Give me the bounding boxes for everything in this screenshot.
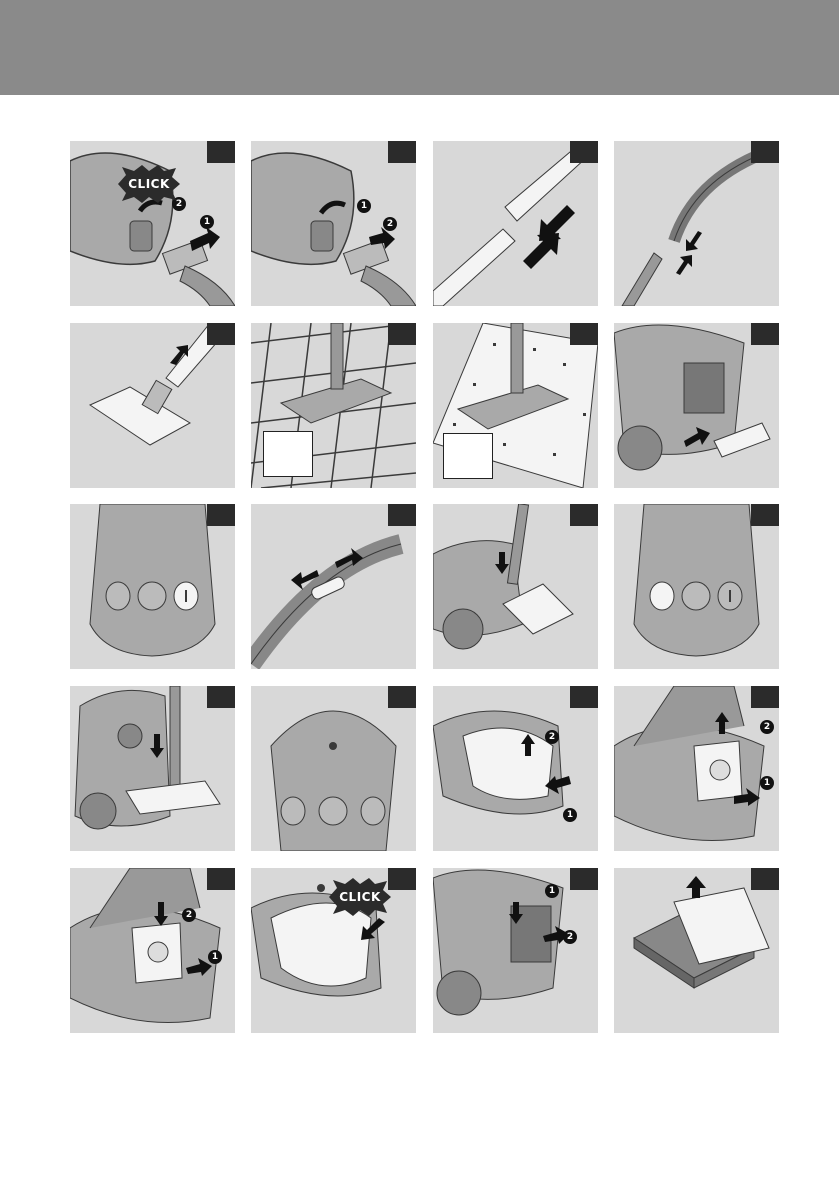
panel-open-cover: 1 2 — [433, 686, 598, 851]
power-on-icon — [70, 504, 235, 669]
step-tab — [388, 504, 416, 526]
panel-crevice-tool — [614, 323, 779, 488]
step-tab — [388, 686, 416, 708]
click-label: CLICK — [329, 878, 391, 916]
panel-hard-floor — [251, 323, 416, 488]
panel-handle-connect — [614, 141, 779, 306]
panel-close-cover: CLICK — [251, 868, 416, 1033]
step-tab — [751, 686, 779, 708]
step-tab — [207, 504, 235, 526]
step-number-1: 1 — [200, 215, 214, 229]
click-label: CLICK — [118, 165, 180, 203]
power-off-icon — [614, 504, 779, 669]
step-number-1: 1 — [563, 808, 577, 822]
bag-indicator-icon — [251, 686, 416, 851]
panel-storage — [70, 686, 235, 851]
filter-replace-icon — [614, 868, 779, 1033]
step-number-2: 2 — [182, 908, 196, 922]
step-number-2: 2 — [545, 730, 559, 744]
panel-parking-slot — [433, 504, 598, 669]
parking-slot-icon — [433, 504, 598, 669]
panel-insert-bag: 1 2 — [70, 868, 235, 1033]
step-tab — [570, 323, 598, 345]
step-tab — [388, 868, 416, 890]
step-number-1: 1 — [208, 950, 222, 964]
step-number-1: 1 — [357, 199, 371, 213]
step-tab — [570, 868, 598, 890]
step-tab — [751, 868, 779, 890]
click-badge: CLICK — [118, 165, 180, 203]
step-number-2: 2 — [563, 930, 577, 944]
step-number-2: 2 — [383, 217, 397, 231]
step-tab — [388, 141, 416, 163]
remove-bag-icon — [614, 686, 779, 851]
nozzle-attach-icon — [70, 323, 235, 488]
step-tab — [570, 686, 598, 708]
hard-floor-setting-icon — [263, 431, 313, 477]
panel-filter-remove: 1 2 — [433, 868, 598, 1033]
carpet-setting-icon — [443, 433, 493, 479]
step-number-1: 1 — [760, 776, 774, 790]
illustration-grid: 1 2 CLICK 1 2 — [70, 141, 780, 1033]
click-badge: CLICK — [329, 878, 391, 916]
step-tab — [207, 323, 235, 345]
step-tab — [207, 141, 235, 163]
panel-bag-indicator — [251, 686, 416, 851]
step-tab — [570, 141, 598, 163]
header-bar — [0, 0, 839, 95]
panel-hose-attach: 1 2 CLICK — [70, 141, 235, 306]
step-tab — [388, 323, 416, 345]
tube-join-icon — [433, 141, 598, 306]
panel-suction-slider — [251, 504, 416, 669]
open-cover-icon — [433, 686, 598, 851]
panel-switch-on — [70, 504, 235, 669]
step-tab — [751, 141, 779, 163]
storage-icon — [70, 686, 235, 851]
filter-remove-icon — [433, 868, 598, 1033]
step-number-2: 2 — [760, 720, 774, 734]
step-tab — [207, 868, 235, 890]
suction-slider-icon — [251, 504, 416, 669]
step-tab — [207, 686, 235, 708]
panel-switch-off — [614, 504, 779, 669]
panel-remove-bag: 1 2 — [614, 686, 779, 851]
step-tab — [751, 323, 779, 345]
handle-join-icon — [614, 141, 779, 306]
panel-hose-detach: 1 2 — [251, 141, 416, 306]
panel-nozzle-attach — [70, 323, 235, 488]
crevice-tool-icon — [614, 323, 779, 488]
step-number-1: 1 — [545, 884, 559, 898]
panel-filter-replace — [614, 868, 779, 1033]
step-tab — [570, 504, 598, 526]
step-tab — [751, 504, 779, 526]
panel-tube-connect — [433, 141, 598, 306]
panel-carpet — [433, 323, 598, 488]
